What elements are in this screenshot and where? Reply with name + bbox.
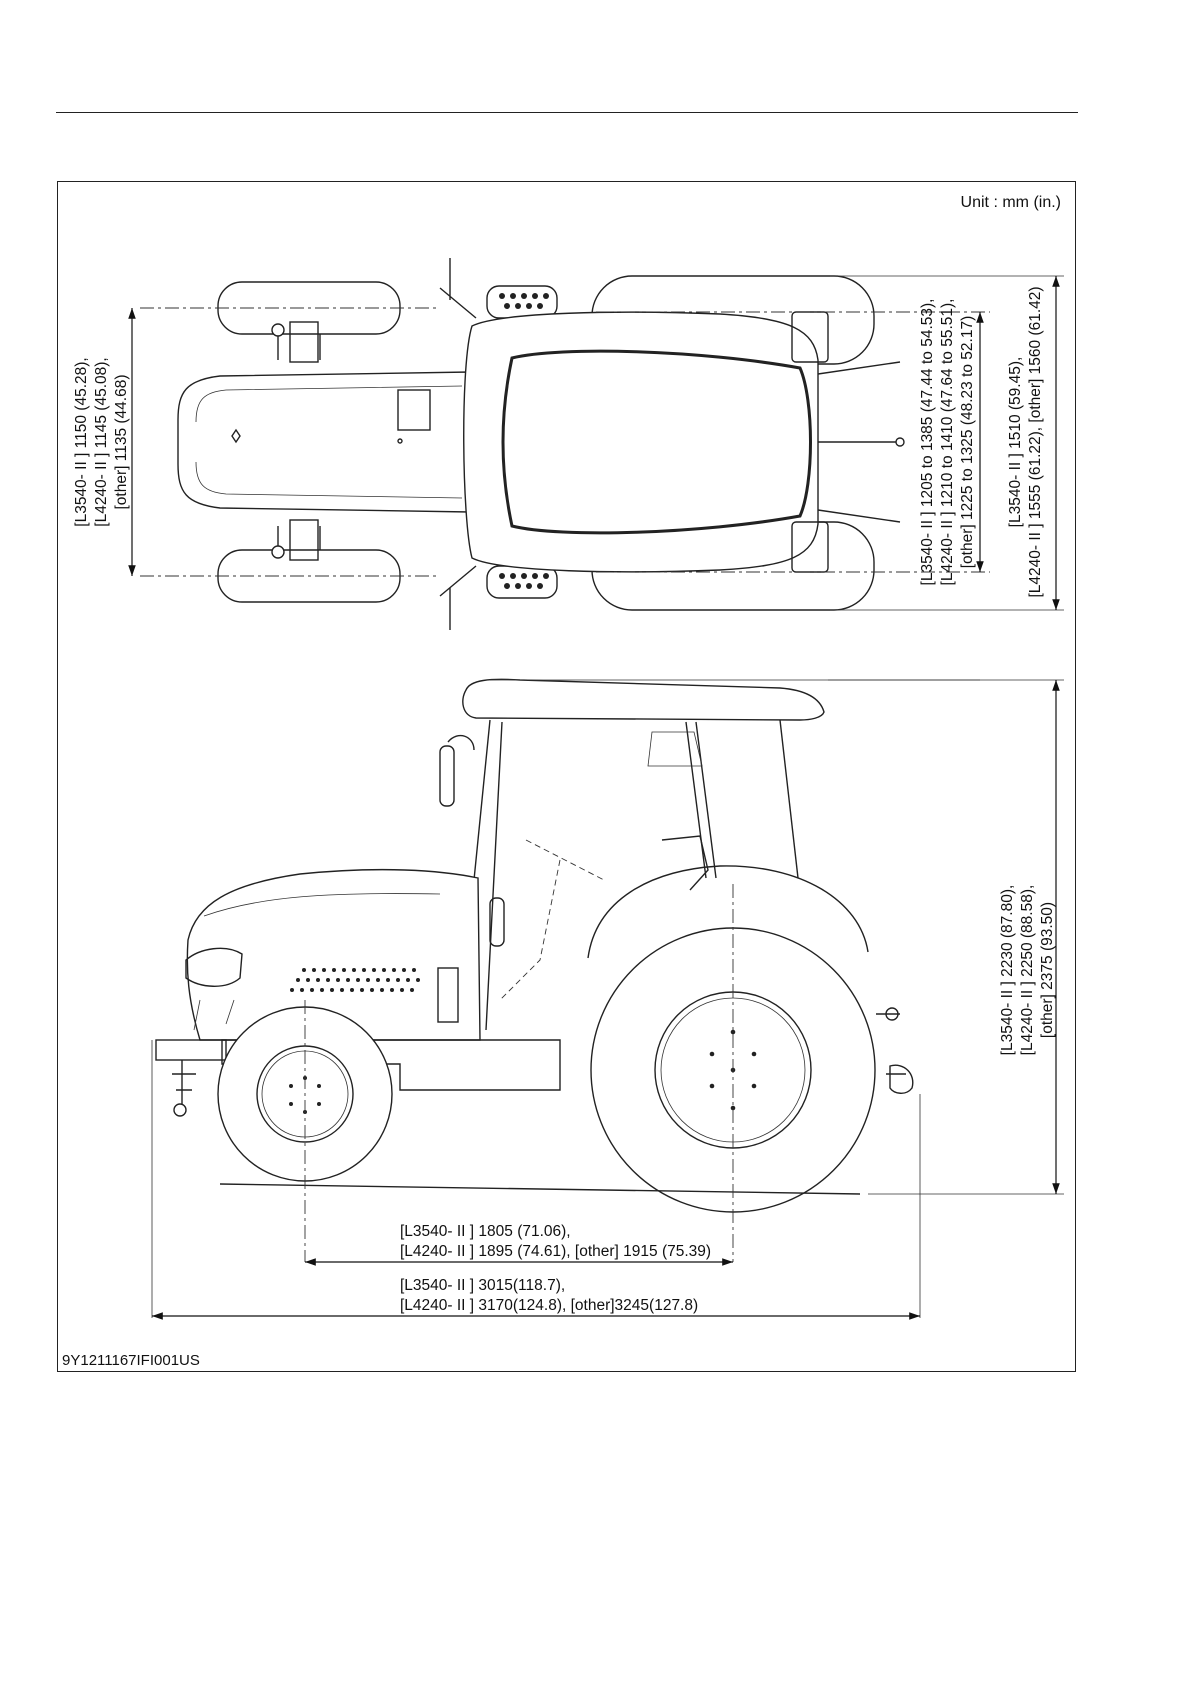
top-view	[140, 258, 1064, 630]
header-rule	[56, 112, 1078, 113]
figure-id: 9Y1211167IFI001US	[62, 1352, 200, 1369]
right-step	[486, 565, 558, 599]
side-view-dimensions: [L3540- II ] 2230 (87.80), [L4240- II ] …	[152, 680, 1060, 1320]
front-tread-line-2: [L4240- II ] 1145 (45.08),	[93, 357, 110, 526]
overall-height-label: [L3540- II ] 2230 (87.80), [L4240- II ] …	[999, 885, 1056, 1056]
unit-label: Unit : mm (in.)	[960, 194, 1061, 211]
side-view	[151, 678, 1064, 1318]
wheelbase-line-1: [L3540- II ] 1805 (71.06),	[400, 1223, 571, 1240]
ground-line	[219, 1183, 861, 1195]
wheelbase-line-2: [L4240- II ] 1895 (74.61), [other] 1915 …	[400, 1243, 711, 1260]
front-tread-label: [L3540- II ] 1150 (45.28), [L4240- II ] …	[73, 357, 130, 526]
overall-length-line-2: [L4240- II ] 3170(124.8), [other]3245(12…	[400, 1297, 698, 1314]
overall-height-line-3: [other] 2375 (93.50)	[1039, 902, 1056, 1038]
rear-tread-line-1: [L3540- II ] 1205 to 1385 (47.44 to 54.5…	[919, 299, 936, 586]
cab-roof-side	[462, 678, 825, 721]
rear-tread-line-3: [other] 1225 to 1325 (48.23 to 52.17)	[959, 316, 976, 569]
top-view-dimensions: [L3540- II ] 1150 (45.28), [L4240- II ] …	[73, 276, 1060, 610]
hood-top	[177, 371, 471, 513]
overall-width-line-1: [L3540- II ] 1510 (59.45),	[1007, 357, 1024, 528]
rear-tread-label: [L3540- II ] 1205 to 1385 (47.44 to 54.5…	[919, 299, 976, 586]
front-tread-line-1: [L3540- II ] 1150 (45.28),	[73, 357, 90, 526]
overall-height-line-2: [L4240- II ] 2250 (88.58),	[1019, 885, 1036, 1056]
overall-length-line-1: [L3540- II ] 3015(118.7),	[400, 1277, 565, 1294]
overall-height-line-1: [L3540- II ] 2230 (87.80),	[999, 885, 1016, 1056]
overall-width-line-2: [L4240- II ] 1555 (61.22), [other] 1560 …	[1027, 286, 1044, 597]
left-step	[486, 285, 558, 319]
rear-tread-line-2: [L4240- II ] 1210 to 1410 (47.64 to 55.5…	[939, 299, 956, 586]
hood-side	[186, 868, 481, 1041]
grille-vents	[290, 968, 420, 992]
overall-width-label: [L3540- II ] 1510 (59.45), [L4240- II ] …	[1007, 286, 1044, 597]
front-tread-line-3: [other] 1135 (44.68)	[113, 375, 130, 510]
figure-frame: Unit : mm (in.) 9Y1211167IFI001US	[57, 181, 1076, 1372]
